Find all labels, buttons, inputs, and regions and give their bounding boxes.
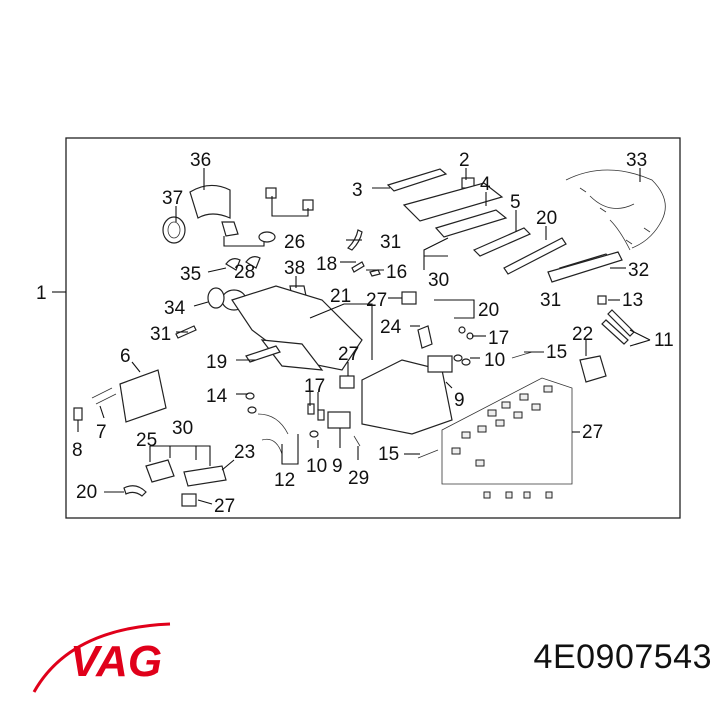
callout-9: 9 [454, 390, 465, 411]
callout-8: 8 [72, 440, 83, 461]
callout-9b: 9 [332, 456, 343, 477]
callout-34: 34 [164, 298, 186, 319]
callout-13: 13 [622, 290, 643, 311]
callout-12: 12 [274, 470, 295, 491]
callout-24: 24 [380, 317, 402, 338]
callout-31c: 31 [150, 324, 171, 345]
callout-15: 15 [546, 342, 567, 363]
callout-27: 27 [366, 290, 387, 311]
callout-37: 37 [162, 188, 183, 209]
logo-swoosh [32, 622, 171, 693]
callout-32: 32 [628, 260, 649, 281]
callout-25: 25 [136, 430, 157, 451]
callout-27d: 27 [214, 496, 235, 517]
callout-19: 19 [206, 352, 227, 373]
callout-33: 33 [626, 150, 647, 171]
callout-20: 20 [536, 208, 557, 229]
callout-6: 6 [120, 346, 131, 367]
callout-31: 31 [380, 232, 401, 253]
callout-36: 36 [190, 150, 211, 171]
callout-14: 14 [206, 386, 228, 407]
vag-logo: VAG [32, 622, 171, 693]
callout-30: 30 [428, 270, 449, 291]
callout-23: 23 [234, 442, 255, 463]
callout-5: 5 [510, 192, 521, 213]
callout-4: 4 [480, 174, 491, 195]
callout-15b: 15 [378, 444, 399, 465]
callout-16: 16 [386, 262, 407, 283]
callout-17b: 17 [304, 376, 325, 397]
leader-lines [77, 168, 651, 505]
callout-20b: 20 [478, 300, 499, 321]
callout-28: 28 [234, 262, 255, 283]
callout-labels: 36 2 33 37 3 4 5 20 31 26 18 16 28 30 32… [72, 150, 674, 517]
callout-10: 10 [484, 350, 505, 371]
callout-20c: 20 [76, 482, 97, 503]
callout-29: 29 [348, 468, 369, 489]
callout-21: 21 [330, 286, 351, 307]
callout-38: 38 [284, 258, 305, 279]
callout-27c: 27 [582, 422, 603, 443]
callout-31b: 31 [540, 290, 561, 311]
callout-26: 26 [284, 232, 305, 253]
callout-18: 18 [316, 254, 337, 275]
callout-22: 22 [572, 324, 593, 345]
logo-text: VAG [70, 637, 162, 686]
callout-11: 11 [654, 330, 674, 351]
callout-3: 3 [352, 180, 363, 201]
part-number: 4E0907543 [533, 638, 712, 676]
small-parts-group [441, 377, 573, 499]
part-drawings [73, 168, 666, 507]
callout-2: 2 [459, 150, 470, 171]
callout-7: 7 [96, 422, 107, 443]
callout-27b: 27 [338, 344, 359, 365]
callout-17: 17 [488, 328, 509, 349]
diagram-frame [65, 137, 681, 519]
callout-35: 35 [180, 264, 201, 285]
callout-10b: 10 [306, 456, 327, 477]
callout-1: 1 [36, 283, 47, 304]
callout-30b: 30 [172, 418, 193, 439]
